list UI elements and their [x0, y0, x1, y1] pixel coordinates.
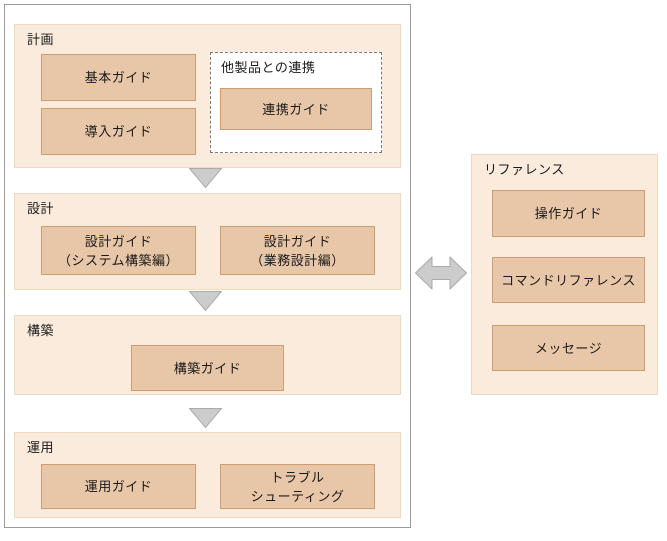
- doc-troubleshooting-label: トラブル シューティング: [250, 469, 345, 504]
- doc-operation-guide-label: 操作ガイド: [534, 206, 603, 221]
- doc-basic-guide[interactable]: 基本ガイド: [41, 54, 196, 101]
- doc-build-guide[interactable]: 構築ガイド: [131, 345, 284, 391]
- arrow-lifecycle-to-reference: [415, 254, 467, 297]
- doc-operate-guide[interactable]: 運用ガイド: [41, 464, 196, 509]
- group-other-product-link-title: 他製品との連携: [221, 60, 316, 75]
- doc-design-guide-business[interactable]: 設計ガイド （業務設計編）: [220, 226, 375, 275]
- phase-operate-title: 運用: [27, 440, 55, 455]
- doc-design-guide-system[interactable]: 設計ガイド （システム構築編）: [41, 226, 196, 275]
- doc-messages[interactable]: メッセージ: [492, 325, 645, 371]
- doc-link-guide-label: 連携ガイド: [262, 101, 330, 117]
- doc-intro-guide-label: 導入ガイド: [84, 124, 153, 139]
- doc-command-reference-label: コマンドリファレンス: [501, 272, 636, 288]
- doc-operation-guide[interactable]: 操作ガイド: [492, 190, 645, 237]
- doc-command-reference[interactable]: コマンドリファレンス: [492, 257, 645, 303]
- arrow-design-to-build: [188, 291, 223, 316]
- doc-design-guide-business-label: 設計ガイド （業務設計編）: [250, 233, 345, 268]
- phase-build-title: 構築: [27, 323, 55, 338]
- phase-plan-title: 計画: [27, 32, 55, 47]
- doc-messages-label: メッセージ: [534, 340, 603, 356]
- doc-basic-guide-label: 基本ガイド: [84, 70, 153, 85]
- panel-reference-title: リファレンス: [484, 162, 565, 177]
- doc-troubleshooting[interactable]: トラブル シューティング: [220, 464, 375, 509]
- arrow-plan-to-design: [188, 168, 223, 193]
- doc-intro-guide[interactable]: 導入ガイド: [41, 108, 196, 155]
- doc-build-guide-label: 構築ガイド: [173, 360, 242, 376]
- doc-design-guide-system-label: 設計ガイド （システム構築編）: [57, 233, 180, 268]
- arrow-build-to-operate: [188, 408, 223, 433]
- doc-link-guide[interactable]: 連携ガイド: [220, 88, 372, 130]
- phase-design-title: 設計: [27, 201, 55, 216]
- doc-operate-guide-label: 運用ガイド: [84, 479, 153, 494]
